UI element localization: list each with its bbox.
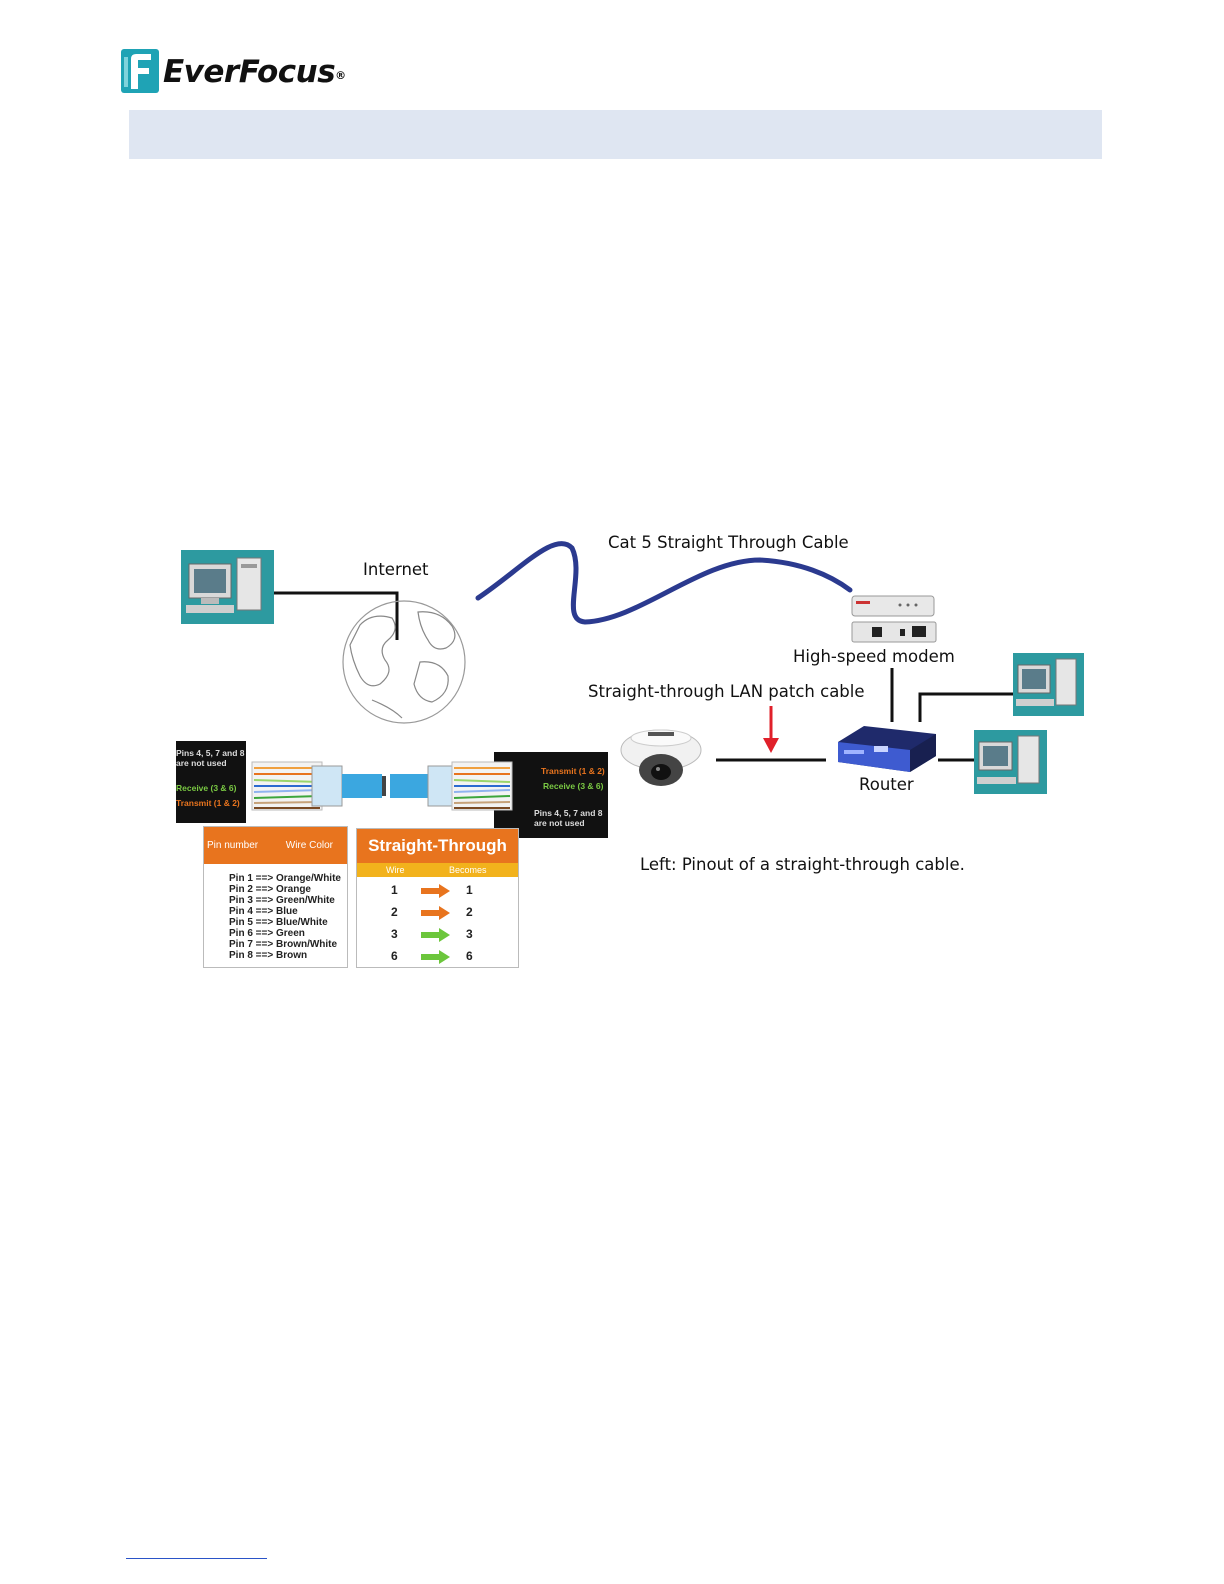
pin-row: Pin 7 ==> Brown/White <box>229 939 338 950</box>
wire-value: 1 <box>391 883 398 897</box>
pin-row: Pin 4 ==> Blue <box>229 906 298 917</box>
router-icon <box>834 722 940 774</box>
straight-through-subheader: Wire Becomes <box>357 863 518 877</box>
cat5-cable <box>475 541 853 625</box>
right-note-line-1: Pins 4, 5, 7 and 8 <box>534 808 603 818</box>
wire-value: 3 <box>391 927 398 941</box>
globe-icon <box>342 600 466 724</box>
pc-internet-line <box>274 591 399 640</box>
right-unused-note: Pins 4, 5, 7 and 8 are not used <box>534 808 603 828</box>
wire-color-header: Wire Color <box>285 840 333 851</box>
computer-left-icon <box>181 550 274 624</box>
becomes-header: Becomes <box>449 865 487 875</box>
straight-through-table: Straight-Through Wire Becomes 1 1 2 2 3 3 6 6 <box>356 828 519 968</box>
left-transmit-label: Transmit (1 & 2) <box>176 798 240 808</box>
left-note-line-1: Pins 4, 5, 7 and 8 <box>176 748 245 758</box>
right-transmit-label: Transmit (1 & 2) <box>541 766 605 776</box>
wire-header: Wire <box>386 865 405 875</box>
pin-table-header: Pin number Wire Color <box>204 827 347 864</box>
modem-icon <box>850 594 938 646</box>
cable-label: Cat 5 Straight Through Cable <box>608 533 849 552</box>
becomes-value: 2 <box>466 905 473 919</box>
computer-right-bottom-icon <box>974 730 1047 794</box>
becomes-value: 1 <box>466 883 473 897</box>
pin-row: Pin 8 ==> Brown <box>229 950 308 961</box>
brand-name: EverFocus® <box>163 52 346 92</box>
left-connector-panel: Pins 4, 5, 7 and 8 are not used Receive … <box>176 741 246 823</box>
straight-through-rows: 1 1 2 2 3 3 6 6 <box>357 877 518 965</box>
wire-value: 6 <box>391 949 398 963</box>
patch-cable-label: Straight-through LAN patch cable <box>588 682 865 701</box>
pin-number-header: Pin number <box>207 840 259 851</box>
pin-row: Pin 3 ==> Green/White <box>229 895 335 906</box>
registered-mark: ® <box>335 69 346 82</box>
pin-list: Pin 1 ==> Orange/White Pin 2 ==> Orange … <box>204 864 347 961</box>
footer-link-underline <box>126 1558 267 1559</box>
becomes-value: 6 <box>466 949 473 963</box>
wire-value: 2 <box>391 905 398 919</box>
mapping-arrow-icon <box>421 950 450 964</box>
mapping-arrow-icon <box>421 906 450 920</box>
red-arrow-icon <box>763 706 779 753</box>
dome-camera-icon <box>618 726 704 788</box>
internet-label: Internet <box>363 560 429 579</box>
becomes-value: 3 <box>466 927 473 941</box>
pin-color-table: Pin number Wire Color Pin 1 ==> Orange/W… <box>203 826 348 968</box>
pinout-caption: Left: Pinout of a straight-through cable… <box>640 855 965 874</box>
mapping-arrow-icon <box>421 928 450 942</box>
pin-row: Pin 2 ==> Orange <box>229 884 311 895</box>
router-pc1-line <box>918 692 1013 722</box>
left-unused-note: Pins 4, 5, 7 and 8 are not used <box>176 748 245 768</box>
straight-through-title: Straight-Through <box>357 829 518 863</box>
pin-row: Pin 5 ==> Blue/White <box>229 917 328 928</box>
computer-right-top-icon <box>1013 653 1084 716</box>
mapping-arrow-icon <box>421 884 450 898</box>
brand-text: EverFocus <box>163 54 336 90</box>
left-receive-label: Receive (3 & 6) <box>176 783 237 793</box>
pin-row: Pin 6 ==> Green <box>229 928 305 939</box>
right-receive-label: Receive (3 & 6) <box>543 781 604 791</box>
section-banner <box>129 110 1102 159</box>
right-connector-panel: Transmit (1 & 2) Receive (3 & 6) Pins 4,… <box>494 752 608 838</box>
right-note-line-2: are not used <box>534 818 585 828</box>
pin-row: Pin 1 ==> Orange/White <box>229 873 341 884</box>
left-note-line-2: are not used <box>176 758 227 768</box>
rj45-cable-illustration <box>251 761 513 811</box>
router-label: Router <box>859 775 914 794</box>
modem-label: High-speed modem <box>793 647 955 666</box>
everfocus-logo-icon <box>121 49 159 93</box>
